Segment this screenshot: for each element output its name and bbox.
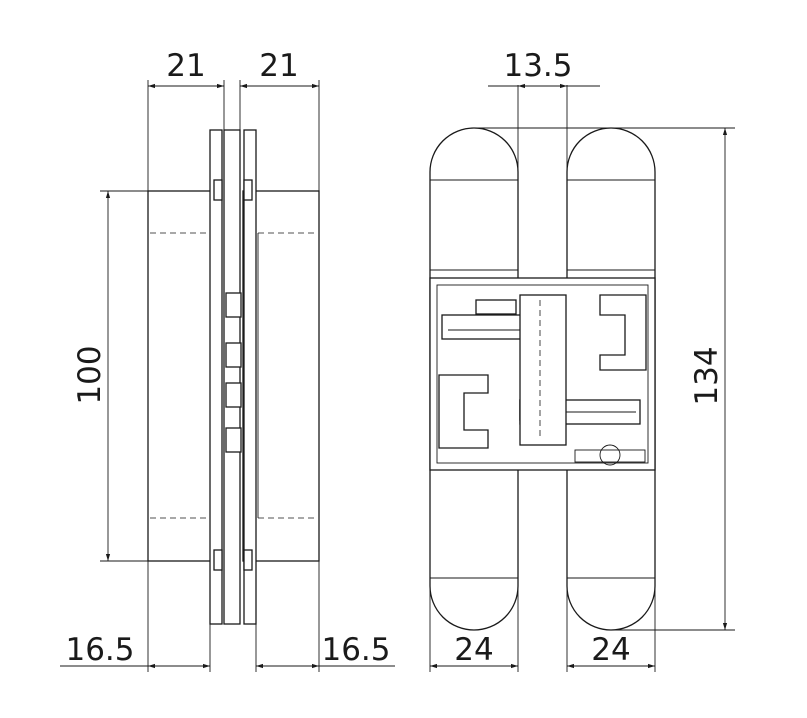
front-view-dimensions: 13.5 134 24 24	[429, 48, 735, 672]
dim-label-body-width-right: 21	[259, 48, 298, 84]
left-body-block	[147, 190, 221, 562]
pivot-screw	[599, 444, 621, 466]
center-spine	[223, 129, 241, 625]
dim-label-front-width-right: 24	[591, 632, 630, 668]
dim-label-gap: 13.5	[503, 48, 572, 84]
side-view-dimensions: 21 21 100 16.5 16.5	[60, 48, 395, 672]
pivot-block	[519, 294, 567, 446]
left-flange	[209, 129, 223, 625]
dim-label-front-width-left: 24	[454, 632, 493, 668]
upper-bracket	[599, 294, 647, 371]
dim-label-mount-depth-left: 16.5	[65, 632, 134, 668]
lower-bracket	[438, 374, 489, 449]
side-view	[147, 129, 320, 625]
dim-label-front-height: 134	[689, 346, 725, 405]
dim-label-mount-depth-right: 16.5	[321, 632, 390, 668]
dim-label-side-height: 100	[72, 345, 108, 404]
front-view	[429, 127, 656, 631]
dim-label-body-width-left: 21	[166, 48, 205, 84]
right-flange	[243, 129, 257, 625]
